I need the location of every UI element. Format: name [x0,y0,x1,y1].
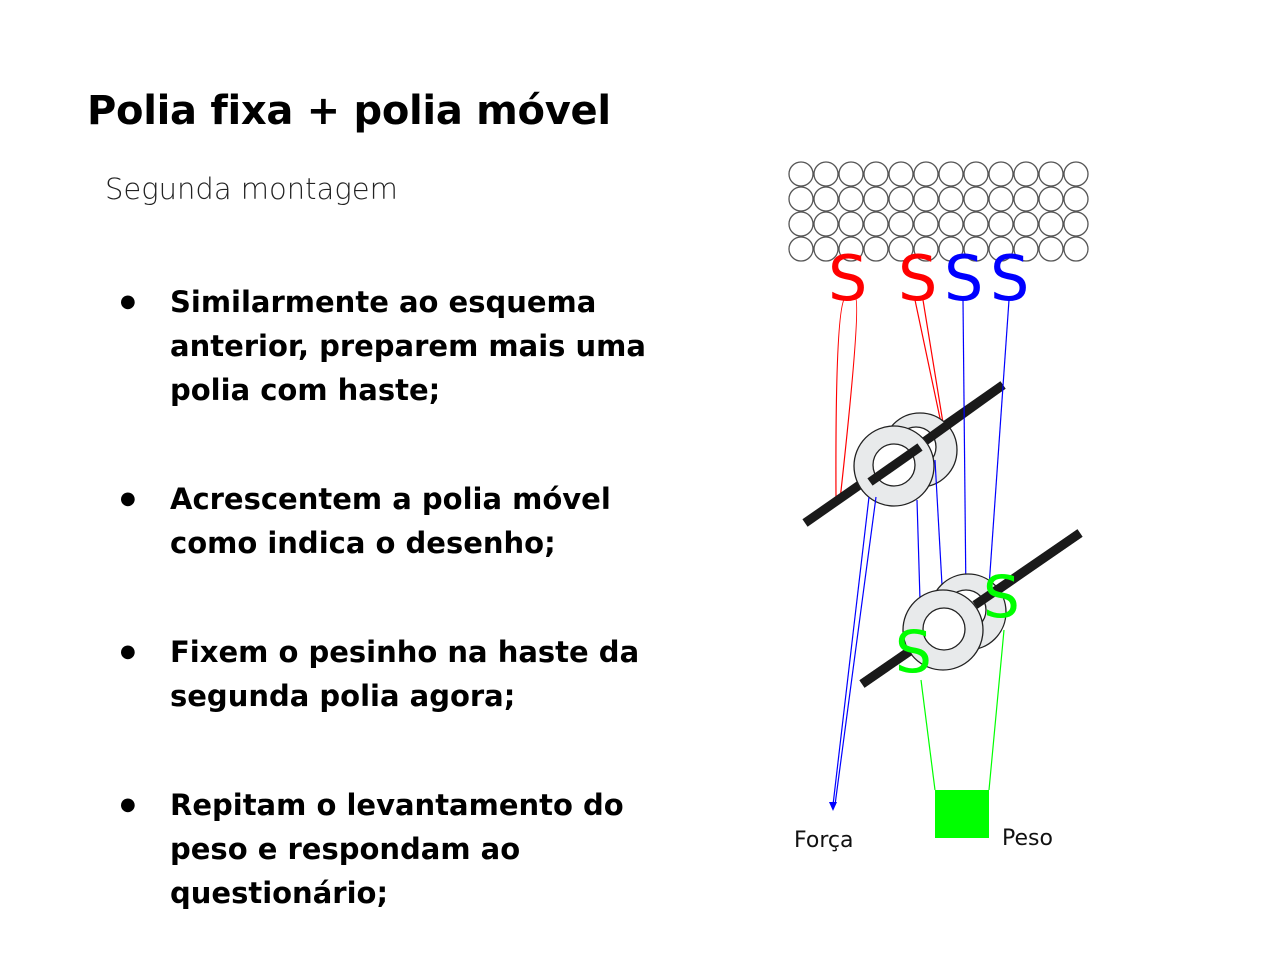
ceiling-circle [788,161,814,187]
ceiling-circle [938,236,964,262]
ceiling-circle [1013,211,1039,237]
ceiling-circle [1063,236,1089,262]
ceiling-circle [788,211,814,237]
ceiling-circle [963,211,989,237]
bullet-list: Similarmente ao esquema anterior, prepar… [120,280,680,915]
ceiling-circle [1038,211,1064,237]
ceiling-circle [888,186,914,212]
ceiling-circle [1063,211,1089,237]
ceiling-circle [813,161,839,187]
ceiling-circle [938,161,964,187]
ceiling-circle [988,211,1014,237]
page-title: Polia fixa + polia móvel [87,88,611,134]
ceiling-circle [1013,161,1039,187]
bullet-item: Similarmente ao esquema anterior, prepar… [120,280,680,412]
ceiling-circle [913,211,939,237]
rope-green [920,629,1005,791]
bullet-item: Acrescentem a polia móvel como indica o … [120,477,680,565]
ceiling-circle [863,186,889,212]
ceiling-circle [863,236,889,262]
hook-red-2: S [898,242,937,315]
fixed-pulley [802,381,1006,527]
ceiling-circle [988,236,1014,262]
force-arrow-icon [829,802,837,811]
ceiling-circle [913,236,939,262]
ceiling-circle [838,186,864,212]
weight-block [935,790,989,838]
weight-label: Peso [1002,826,1053,851]
ceiling-circle [813,236,839,262]
ceiling-circle [1038,161,1064,187]
ceiling-circle [963,186,989,212]
ceiling-circle [888,236,914,262]
hook-blue-1: S [944,242,983,315]
ceiling-circle [1038,236,1064,262]
ceiling-circle [1063,186,1089,212]
force-label: Força [794,828,853,853]
hook-red-1: S [828,242,867,315]
hook-green-1: S [895,618,932,686]
ceiling-circle [1013,186,1039,212]
ceiling-circle [788,186,814,212]
ceiling-circle [838,161,864,187]
ceiling-circle [938,211,964,237]
ceiling-circle [1063,161,1089,187]
rope-blue [829,299,1010,811]
hook-green-2: S [983,563,1020,631]
ceiling-circle [938,186,964,212]
rope-red [835,296,944,501]
ceiling-circle [988,186,1014,212]
hook-blue-2: S [990,242,1029,315]
ceiling-circle [813,186,839,212]
ceiling-circle [863,161,889,187]
ceiling-circle [1013,236,1039,262]
ceiling-circle [888,161,914,187]
ceiling-circle [813,211,839,237]
ceiling-circle [838,236,864,262]
ceiling-circle [888,211,914,237]
ceiling-circle [963,161,989,187]
subtitle: Segunda montagem [105,172,398,206]
bullet-item: Repitam o levantamento do peso e respond… [120,783,680,915]
ceiling-circle [838,211,864,237]
ceiling-circle [963,236,989,262]
ceiling-support [788,161,1089,262]
bullet-item: Fixem o pesinho na haste da segunda poli… [120,630,680,718]
movable-pulley [859,529,1083,688]
ceiling-circle [913,186,939,212]
ceiling-circle [988,161,1014,187]
ceiling-circle [788,236,814,262]
ceiling-circle [863,211,889,237]
ceiling-circle [913,161,939,187]
ceiling-circle [1038,186,1064,212]
